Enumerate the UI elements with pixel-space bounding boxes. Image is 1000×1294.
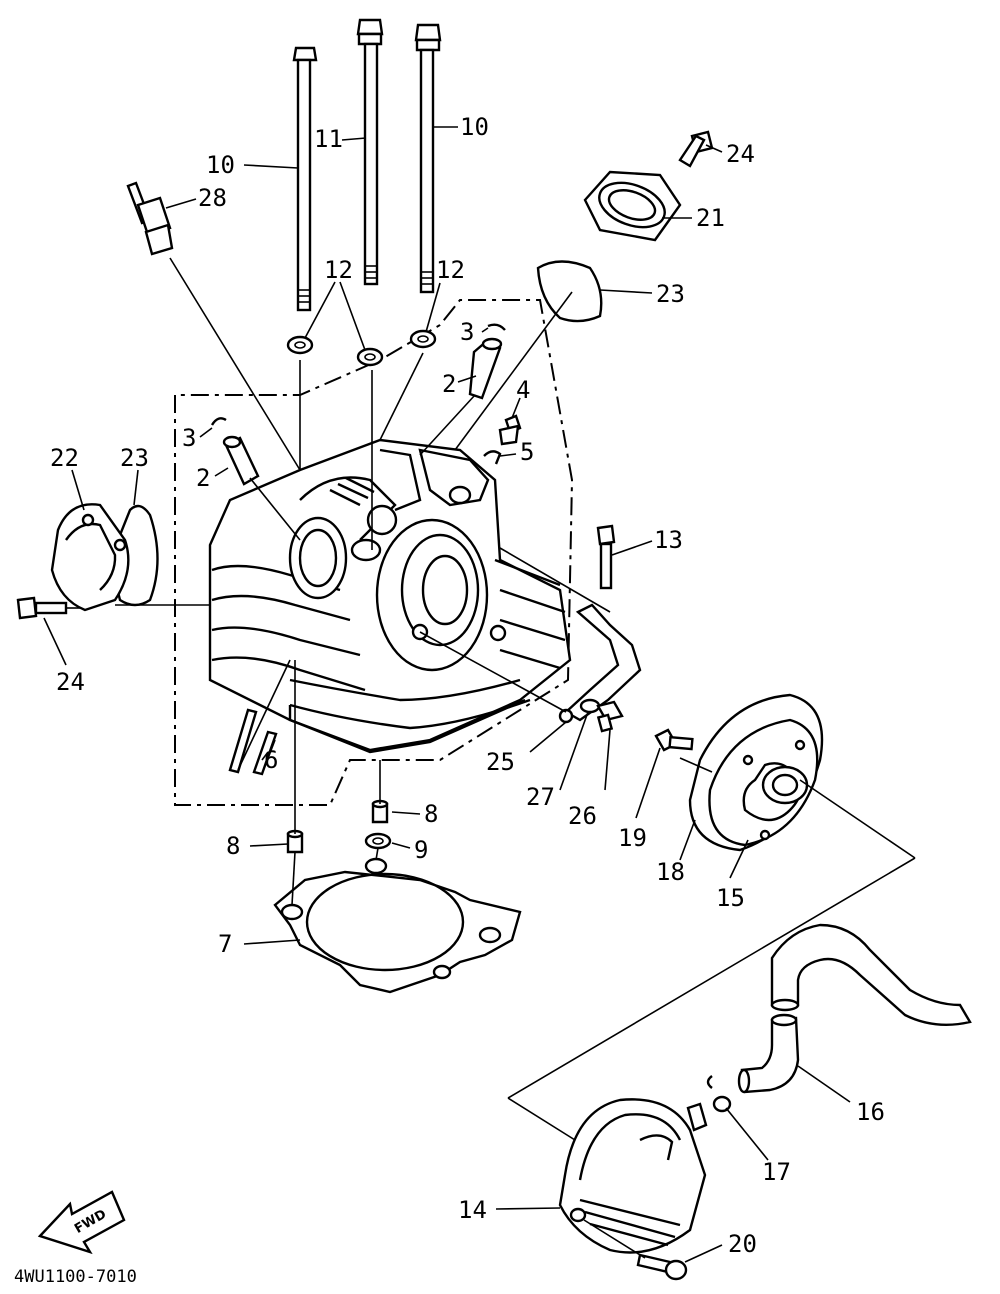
callout-24: 24: [56, 668, 85, 696]
callout-6: 6: [264, 746, 278, 774]
callout-12: 12: [324, 256, 353, 284]
callout-5: 5: [520, 438, 534, 466]
callout-23: 23: [656, 280, 685, 308]
studs-6: [228, 708, 278, 776]
small-bolt-4-and-clip-5: [483, 414, 522, 465]
head-gasket: [273, 857, 522, 994]
callout-10: 10: [460, 113, 489, 141]
callout-14: 14: [458, 1196, 487, 1224]
leader-lines: [43, 126, 916, 1263]
callout-labels: 10 11 10 24 28 21 12 12 23 3 2 4 5 3 2 2…: [50, 113, 885, 1258]
bolt-19: [654, 728, 694, 752]
cover-15: [708, 718, 819, 847]
bolt-20: [636, 1253, 688, 1281]
callout-8: 8: [424, 800, 438, 828]
washer-27: [579, 698, 601, 714]
callout-21: 21: [696, 204, 725, 232]
bolt-13: [596, 524, 616, 590]
fwd-arrow: FWD: [37, 1190, 126, 1255]
intake-manifold: [583, 170, 682, 242]
cylinder-head-bolts: [292, 18, 442, 312]
callout-22: 22: [50, 444, 79, 472]
bolt-24-left: [16, 596, 68, 620]
callout-26: 26: [568, 802, 597, 830]
callout-25: 25: [486, 748, 515, 776]
callout-23: 23: [120, 444, 149, 472]
callout-3: 3: [182, 424, 196, 452]
callout-12: 12: [436, 256, 465, 284]
callout-19: 19: [618, 824, 647, 852]
callout-24: 24: [726, 140, 755, 168]
hose-16: [737, 923, 972, 1094]
callout-11: 11: [314, 125, 343, 153]
callout-18: 18: [656, 858, 685, 886]
callout-8: 8: [226, 832, 240, 860]
callout-13: 13: [654, 526, 683, 554]
washers-12: [286, 329, 437, 367]
callout-20: 20: [728, 1230, 757, 1258]
callout-16: 16: [856, 1098, 885, 1126]
callout-27: 27: [526, 783, 555, 811]
bolt-24-top: [678, 130, 714, 168]
hose-clip-17: [706, 1075, 732, 1113]
cylinder-head: [208, 438, 572, 754]
valve-guides: [210, 323, 506, 486]
callout-4: 4: [516, 376, 530, 404]
side-cover-22: [50, 503, 159, 612]
cover-14: [558, 1098, 708, 1254]
drawing-code: 4WU1100-7010: [14, 1267, 137, 1287]
callout-2: 2: [196, 464, 210, 492]
spark-plug: [126, 181, 174, 256]
callout-10: 10: [206, 151, 235, 179]
callout-17: 17: [762, 1158, 791, 1186]
callout-28: 28: [198, 184, 227, 212]
callout-9: 9: [414, 836, 428, 864]
callout-2: 2: [442, 370, 456, 398]
callout-7: 7: [218, 930, 232, 958]
callout-15: 15: [716, 884, 745, 912]
gasket-23-top: [536, 260, 603, 323]
o-ring-9: [364, 832, 392, 850]
callout-3: 3: [460, 318, 474, 346]
bolt-26: [596, 700, 624, 733]
